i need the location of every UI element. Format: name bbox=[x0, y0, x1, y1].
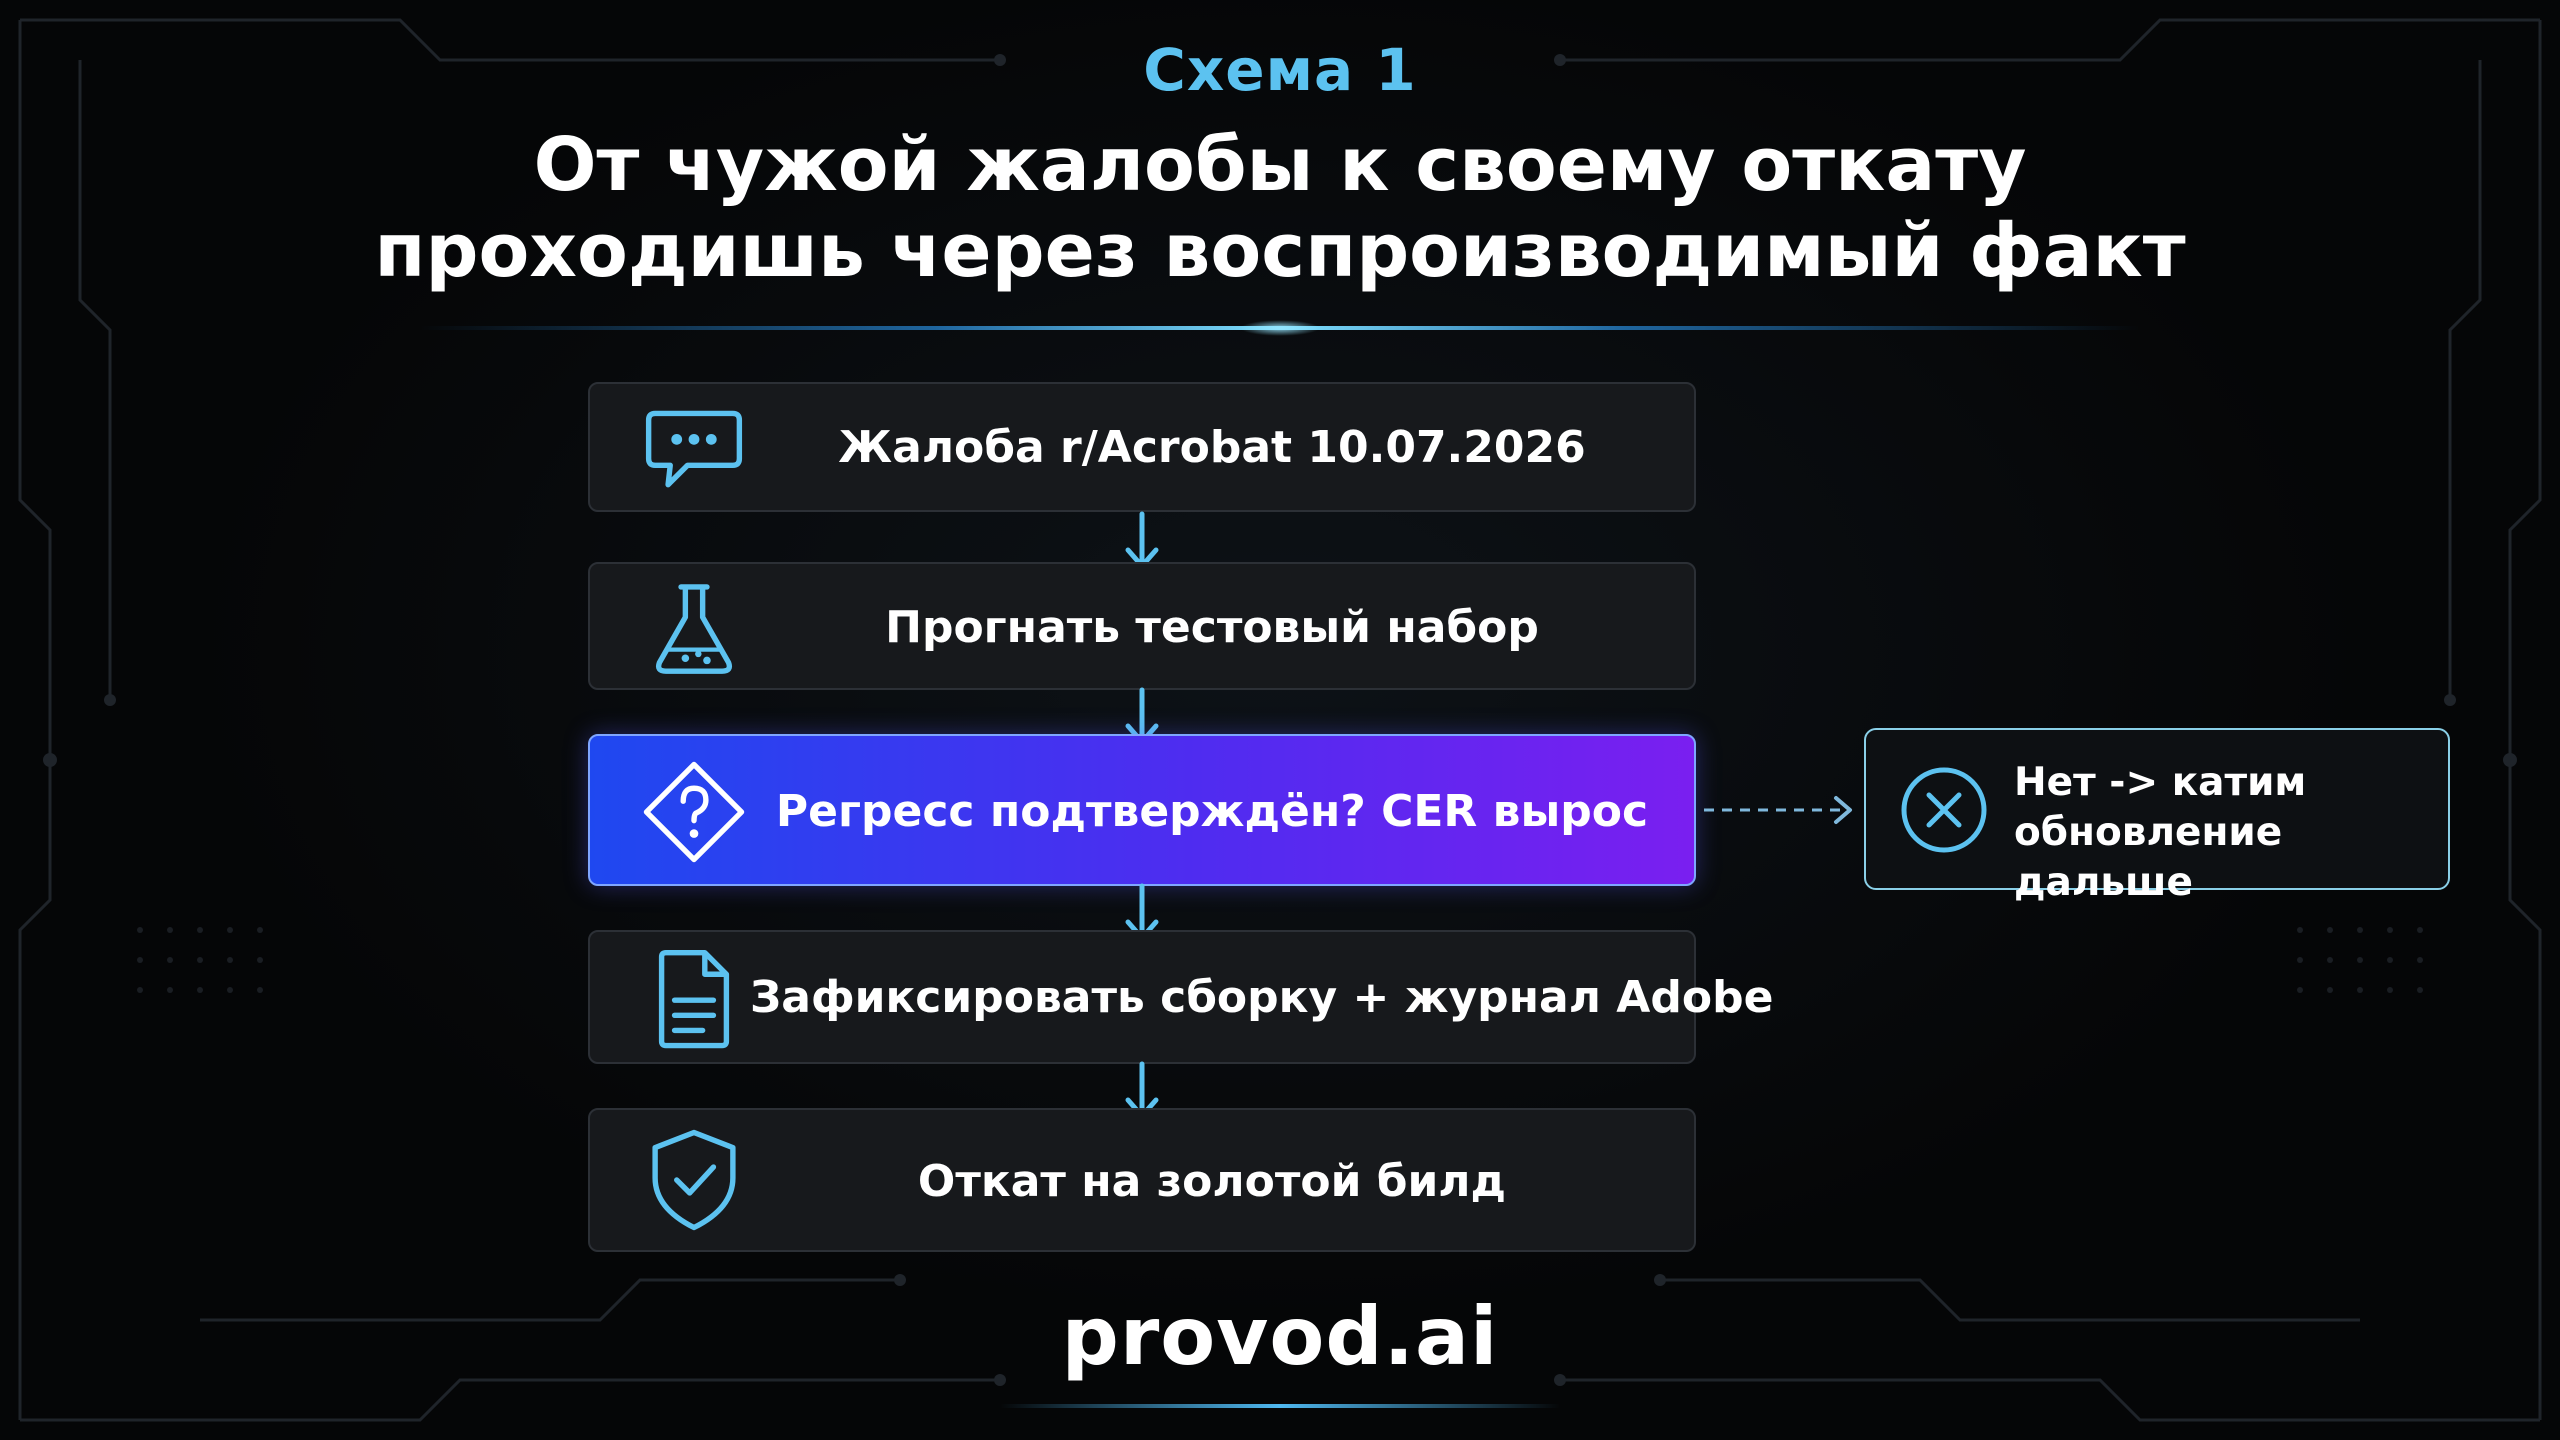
title-line-2: проходишь через воспроизводимый факт bbox=[374, 208, 2186, 294]
step-label: Откат на золотой билд bbox=[917, 1156, 1507, 1207]
scheme-kicker: Схема 1 bbox=[1143, 36, 1417, 104]
step-label: Жалоба r/Acrobat 10.07.2026 bbox=[838, 422, 1586, 473]
flow-step-record-build: Зафиксировать сборку + журнал Adobe bbox=[588, 930, 1774, 1064]
page-title: От чужой жалобы к своему откату проходиш… bbox=[0, 122, 2560, 294]
branch-arrow-dashed-icon bbox=[1704, 796, 1852, 824]
flask-icon bbox=[655, 584, 733, 674]
step-label: Прогнать тестовый набор bbox=[885, 602, 1539, 653]
title-line-1: От чужой жалобы к своему откату bbox=[533, 122, 2027, 208]
branch-label: Нет -> катим обновление дальше bbox=[2014, 758, 2434, 908]
chat-bubble-icon bbox=[645, 410, 743, 488]
shield-check-icon bbox=[652, 1129, 736, 1231]
brand-logo-text: provod.ai bbox=[1061, 1290, 1499, 1383]
flow-step-rollback: Откат на золотой билд bbox=[588, 1108, 1696, 1252]
document-icon bbox=[658, 949, 730, 1049]
flow-step-regression-check: Регресс подтверждён? CER вырос bbox=[588, 734, 1696, 886]
x-circle-icon bbox=[1901, 767, 1987, 853]
flow-step-run-tests: Прогнать тестовый набор bbox=[588, 562, 1696, 690]
branch-label-line-2: обновление дальше bbox=[2014, 810, 2283, 905]
title-divider bbox=[420, 320, 2140, 336]
question-diamond-icon bbox=[643, 761, 745, 863]
footer-divider bbox=[1000, 1404, 1560, 1408]
branch-label-line-1: Нет -> катим bbox=[2014, 760, 2307, 805]
step-label: Регресс подтверждён? CER вырос bbox=[775, 786, 1649, 837]
step-label: Зафиксировать сборку + журнал Adobe bbox=[750, 972, 1774, 1023]
branch-box-no-regression: Нет -> катим обновление дальше bbox=[1864, 728, 2450, 905]
flow-step-complaint: Жалоба r/Acrobat 10.07.2026 bbox=[588, 382, 1696, 512]
